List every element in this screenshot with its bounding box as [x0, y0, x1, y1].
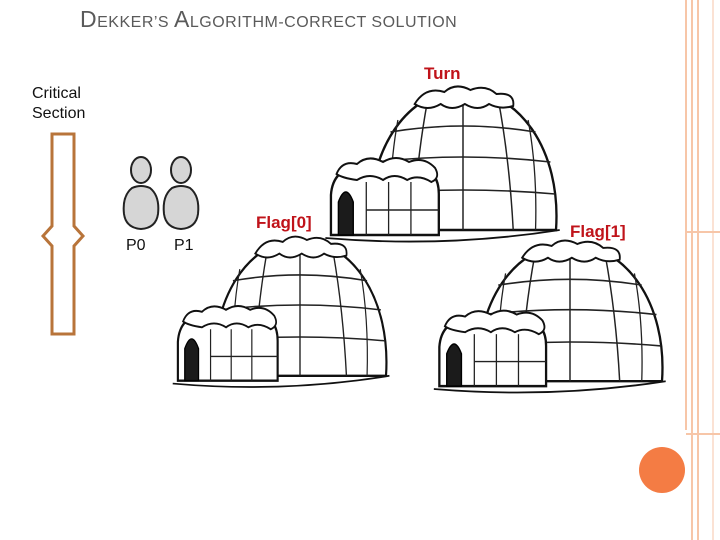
process-p1-figure: [164, 157, 199, 229]
turn-igloo: [325, 86, 559, 241]
process-p0-figure: [124, 157, 159, 229]
critical-section-arrow: [43, 134, 83, 334]
flag1-igloo: [434, 241, 666, 393]
flag0-igloo: [173, 237, 390, 387]
